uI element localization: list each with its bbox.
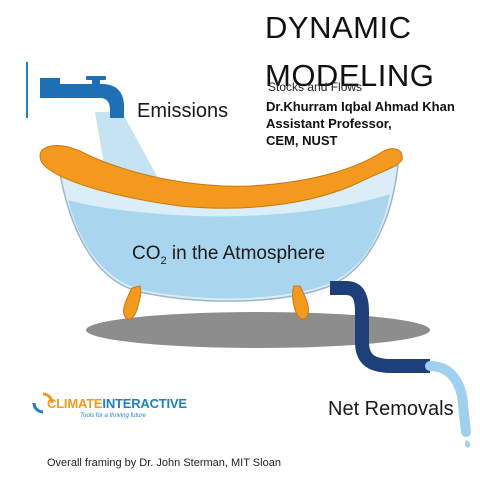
tub-shadow [86, 312, 430, 348]
footer-credit: Overall framing by Dr. John Sterman, MIT… [47, 457, 281, 469]
author-name: Dr.Khurram Iqbal Ahmad Khan [266, 99, 455, 114]
drain-pipe [330, 281, 430, 373]
outflow-label: Net Removals [328, 398, 454, 420]
faucet-handle [92, 80, 100, 86]
stock-label-subscript: 2 [160, 254, 167, 267]
inflow-label: Emissions [137, 100, 229, 122]
drain-drip-icon [465, 440, 471, 448]
author-institution: CEM, NUST [266, 133, 338, 148]
tub-water [68, 194, 390, 299]
tub-foot-right [292, 285, 309, 320]
drain-outflow-pipe [425, 361, 471, 437]
faucet-handle-top [86, 76, 106, 80]
slide-title-line1: DYNAMIC [265, 10, 412, 45]
author-position: Assistant Professor, [266, 116, 392, 131]
climate-interactive-logo: CLIMATEINTERACTIVE Tools for a thriving … [32, 388, 187, 434]
stock-label: CO2 in the Atmosphere [132, 243, 325, 267]
faucet-icon [40, 78, 124, 118]
logo-tagline: Tools for a thriving future [80, 413, 146, 419]
logo-word-climate: CLIMATE [47, 396, 103, 411]
slide-title-line2: MODELING [265, 58, 435, 93]
tub-rim [39, 144, 403, 209]
slide-subtitle: Stocks and Flows [268, 80, 363, 94]
logo-wordmark: CLIMATEINTERACTIVE [47, 396, 187, 411]
author-block: Dr.Khurram Iqbal Ahmad Khan Assistant Pr… [266, 98, 476, 149]
stock-label-prefix: CO [132, 243, 161, 264]
stock-label-suffix: in the Atmosphere [166, 243, 326, 264]
logo-word-interactive: INTERACTIVE [102, 396, 187, 411]
logo-swirl-icon [32, 392, 54, 414]
tub-foot-left [123, 285, 142, 320]
